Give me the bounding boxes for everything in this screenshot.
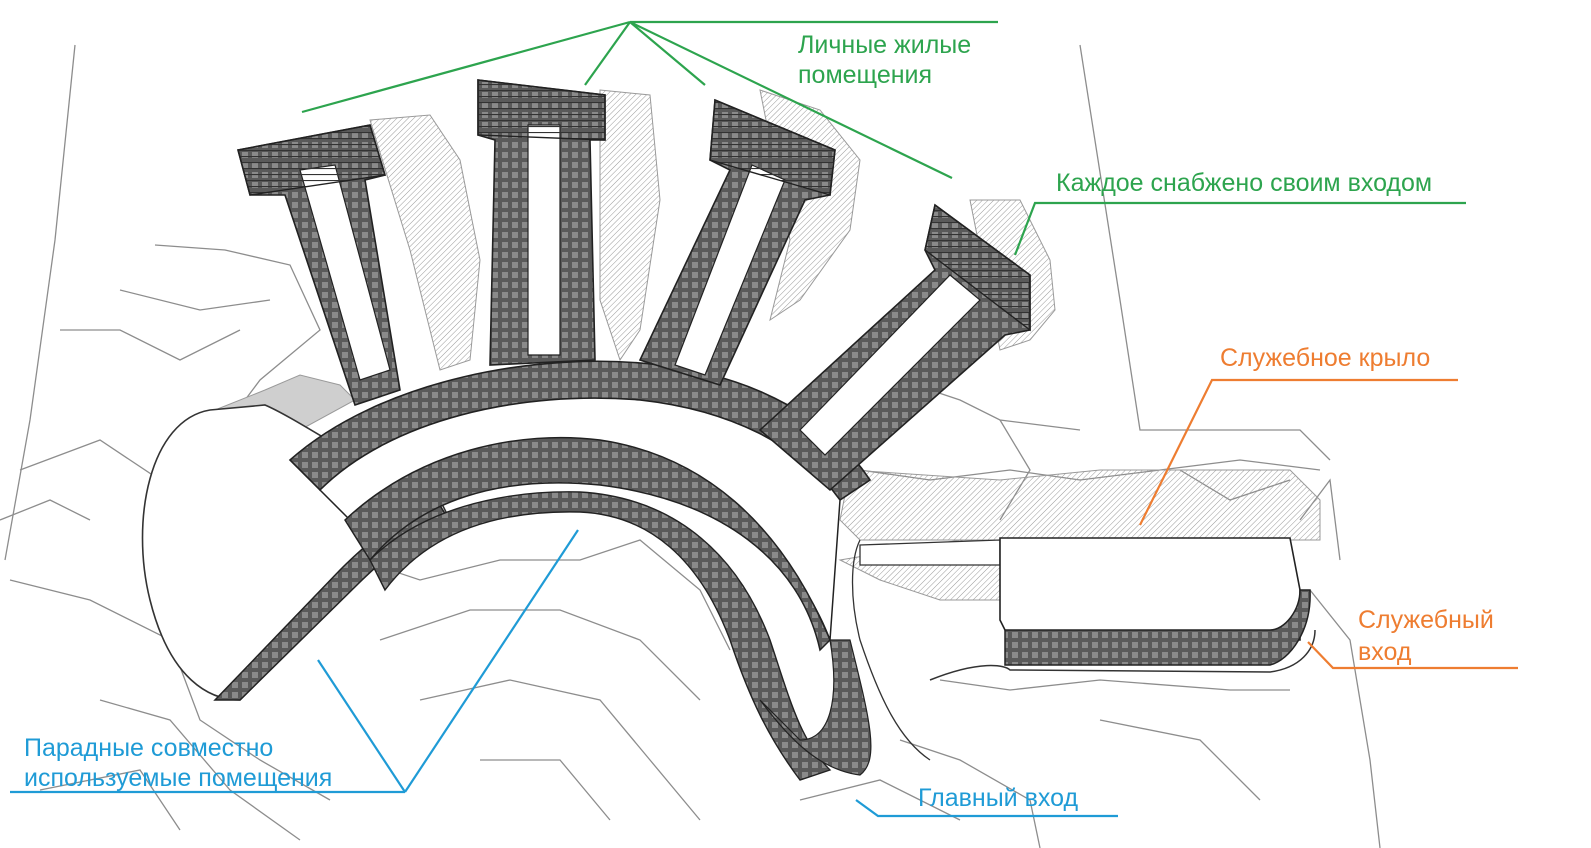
terrain-shading xyxy=(213,89,1321,601)
leader-lines-orange xyxy=(1139,378,1518,670)
leader-lines-green xyxy=(301,20,1466,256)
private-wing-3 xyxy=(638,98,836,386)
service-wing-building xyxy=(851,537,1316,761)
label-own-entrance: Каждое снабжено своим входом xyxy=(1056,169,1433,197)
label-service-entrance-line1: Служебный xyxy=(1358,606,1494,634)
label-public-rooms-line2: используемые помещения xyxy=(24,764,333,792)
label-service-wing: Служебное крыло xyxy=(1220,344,1431,372)
leader-lines-blue xyxy=(10,529,1118,818)
label-main-entrance: Главный вход xyxy=(918,784,1079,812)
terrain-contours xyxy=(0,44,1381,848)
private-wing-1 xyxy=(237,124,401,407)
main-gallery xyxy=(288,360,872,781)
label-private-rooms-line2: помещения xyxy=(798,61,933,89)
label-public-rooms-line1: Парадные совместно xyxy=(24,734,274,762)
label-private-rooms-line1: Личные жилые xyxy=(798,31,972,59)
private-wing-4 xyxy=(758,203,1031,492)
label-service-entrance-line2: вход xyxy=(1358,638,1412,666)
private-wing-2 xyxy=(477,79,606,366)
